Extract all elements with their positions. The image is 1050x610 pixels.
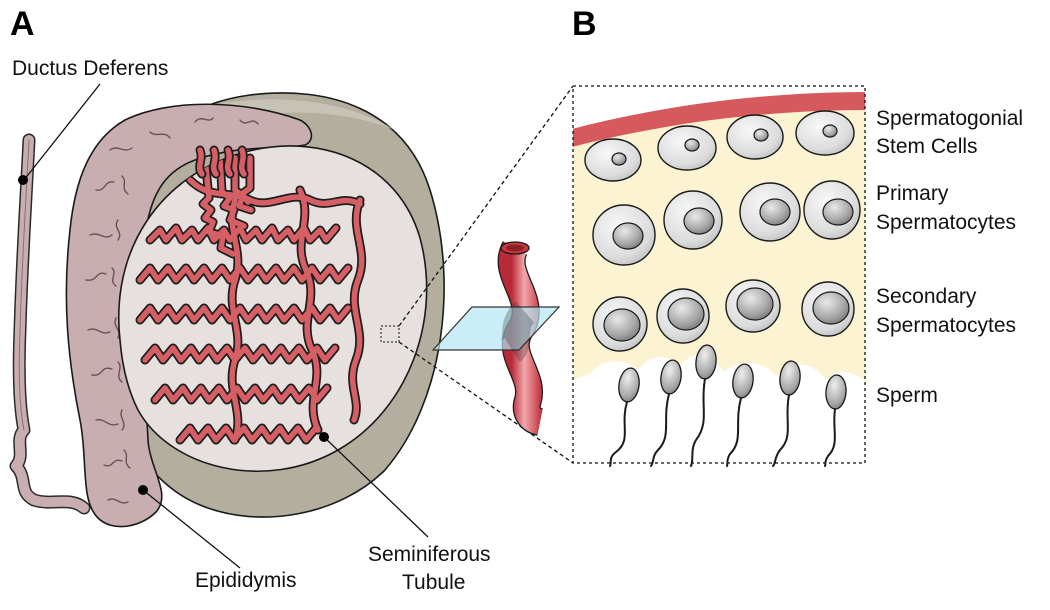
- seminiferous-label-line1: Seminiferous: [368, 543, 491, 566]
- ssc-label-line1: Spermatogonial: [876, 107, 1023, 130]
- secondary-nucleus: [812, 291, 850, 325]
- epididymis-label: Epididymis: [195, 569, 297, 592]
- secondary-label-line2: Spermatocytes: [876, 314, 1016, 337]
- sperm-label: Sperm: [876, 384, 938, 407]
- sperm-tail: [824, 408, 836, 467]
- section-plane: [431, 306, 561, 351]
- secondary-spermatocytes: [592, 279, 855, 352]
- sperm-tail: [650, 393, 670, 467]
- primary-label-line1: Primary: [876, 182, 949, 205]
- sperm-tail: [609, 401, 628, 467]
- tubule-cross-section: [431, 241, 561, 436]
- panel-b-letter: B: [572, 5, 597, 43]
- sample-region-marker: [380, 325, 400, 343]
- primary-spermatocytes: [592, 180, 861, 266]
- secondary-nucleus: [736, 287, 774, 321]
- sperm-tail: [726, 397, 742, 467]
- primary-nucleus: [683, 207, 715, 235]
- ssc-nucleus: [822, 124, 838, 138]
- ssc-nucleus: [753, 128, 769, 142]
- seminiferous-label-line2: Tubule: [402, 571, 465, 594]
- secondary-nucleus: [603, 308, 641, 342]
- primary-nucleus: [759, 198, 791, 226]
- efferent-ductules: [195, 145, 249, 179]
- primary-label-line2: Spermatocytes: [876, 211, 1016, 234]
- sperm-tail: [772, 394, 790, 467]
- seminiferous-tubule-leader: [323, 436, 429, 538]
- ductus-deferens-dot: [18, 175, 28, 185]
- ductus-deferens-leader: [23, 83, 101, 181]
- epididymis-leader: [142, 489, 241, 569]
- epididymis: [65, 103, 313, 528]
- zoom-line-bottom: [398, 341, 574, 464]
- sperm-cells: [609, 344, 847, 467]
- sperm-tail: [690, 378, 706, 467]
- ssc-label-line2: Stem Cells: [876, 135, 978, 158]
- spermatogonial-stem-cells: [584, 110, 855, 182]
- panel-a-letter: A: [10, 5, 35, 43]
- primary-nucleus: [612, 222, 644, 250]
- ssc-nucleus: [611, 152, 627, 166]
- zoom-line-top: [398, 85, 574, 327]
- primary-nucleus: [822, 198, 854, 226]
- secondary-label-line1: Secondary: [876, 285, 977, 308]
- ssc-nucleus: [684, 138, 700, 152]
- secondary-nucleus: [667, 297, 705, 331]
- ductus-deferens-label: Ductus Deferens: [12, 57, 168, 80]
- ductus-deferens: [9, 133, 91, 515]
- seminiferous-tubules: [135, 153, 367, 445]
